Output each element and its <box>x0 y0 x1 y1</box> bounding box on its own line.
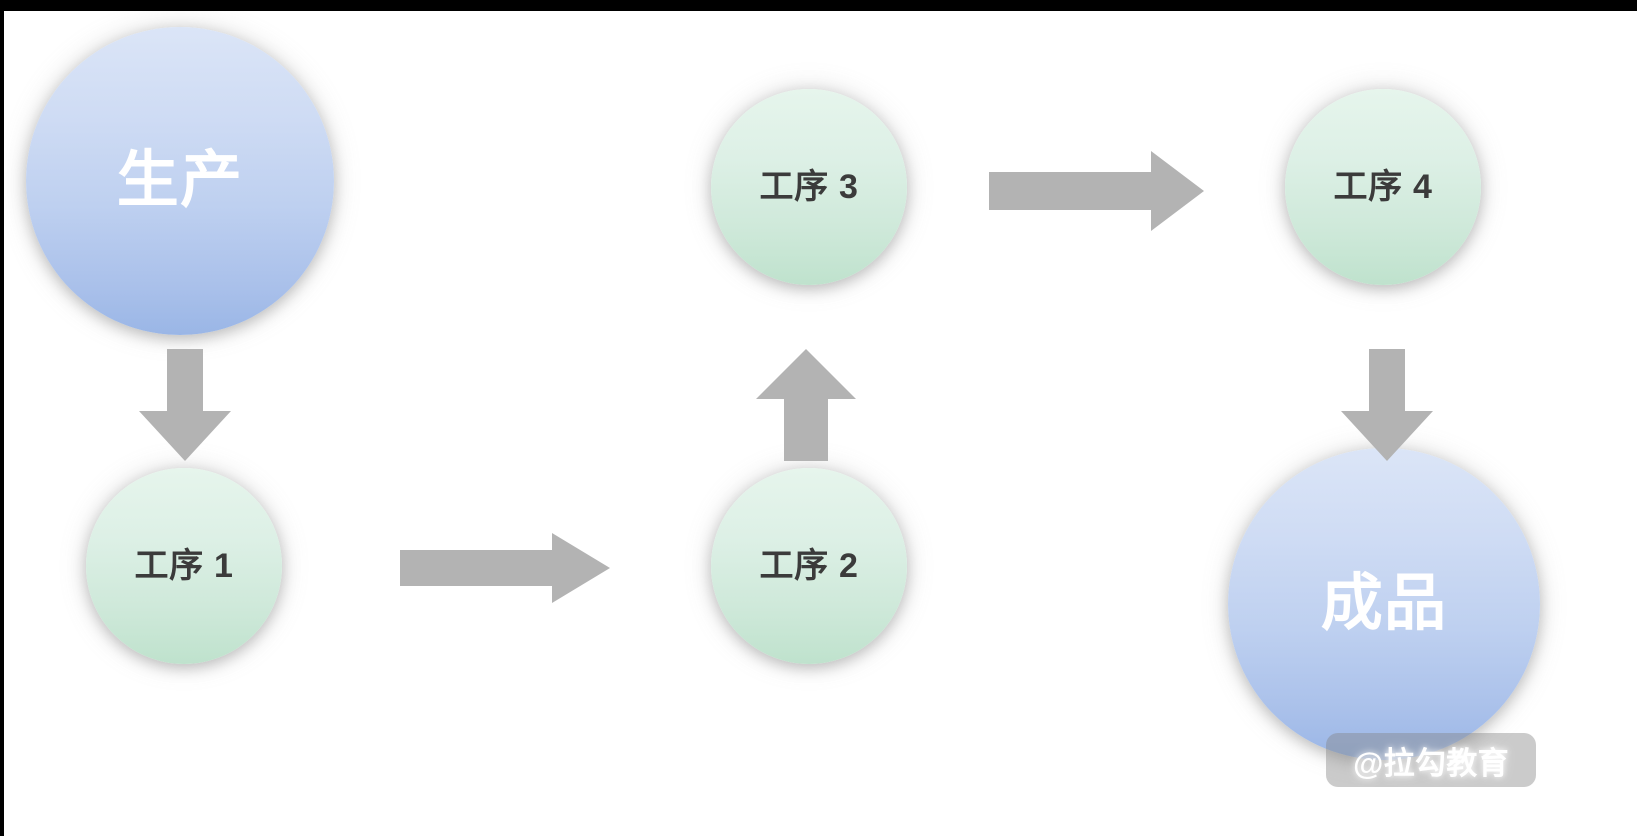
node-step-2[interactable]: 工序 2 <box>711 468 907 664</box>
node-finished-product-label: 成品 <box>1320 569 1448 638</box>
arrow-down-icon-step-4-to-finished-product <box>1341 349 1433 461</box>
arrow-down-icon-production-to-step-1 <box>139 349 231 461</box>
node-production-label: 生产 <box>116 146 244 215</box>
node-step-1[interactable]: 工序 1 <box>86 468 282 664</box>
node-step-4[interactable]: 工序 4 <box>1285 89 1481 285</box>
diagram-stage: 生产 工序 1 工序 2 工序 3 工序 4 成品 <box>4 11 1637 836</box>
node-step-1-label: 工序 1 <box>134 547 234 585</box>
watermark-badge: @拉勾教育 <box>1326 733 1536 787</box>
watermark-text: @拉勾教育 <box>1353 745 1509 781</box>
node-step-3-label: 工序 3 <box>759 168 859 206</box>
arrow-right-icon-step-3-to-step-4 <box>989 151 1204 231</box>
node-finished-product[interactable]: 成品 <box>1228 448 1540 760</box>
arrow-up-icon-step-2-to-step-3 <box>756 349 856 461</box>
node-step-2-label: 工序 2 <box>759 547 859 585</box>
node-production[interactable]: 生产 <box>26 27 334 335</box>
node-step-4-label: 工序 4 <box>1333 168 1433 206</box>
arrow-right-icon-step-1-to-step-2 <box>400 533 610 603</box>
node-step-3[interactable]: 工序 3 <box>711 89 907 285</box>
